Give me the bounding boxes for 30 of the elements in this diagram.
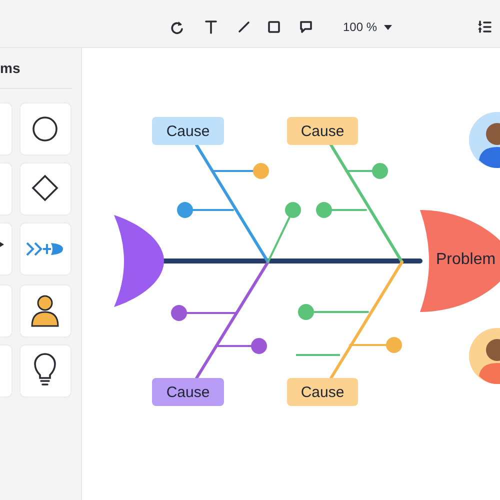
bullet-dot xyxy=(298,304,314,320)
bullet-dot xyxy=(251,338,267,354)
bone-line xyxy=(267,216,291,263)
cause-tag: Cause xyxy=(287,378,358,406)
bone-line xyxy=(330,144,404,264)
bone-line xyxy=(330,260,404,380)
bullet-dot xyxy=(316,202,332,218)
bullet-dot xyxy=(372,163,388,179)
cause-tag: Cause xyxy=(152,117,224,145)
bullet-dot xyxy=(285,202,301,218)
bone-line xyxy=(186,312,236,314)
bone-line xyxy=(331,209,367,211)
bullet-dot xyxy=(253,163,269,179)
zoom-level-text: 100 % xyxy=(343,20,378,34)
bone-line xyxy=(217,345,252,347)
problem-label: Problem xyxy=(436,251,496,269)
bone-line xyxy=(349,344,387,346)
cause-tag: Cause xyxy=(152,378,224,406)
bullet-dot xyxy=(386,337,402,353)
bullet-dot xyxy=(171,305,187,321)
bone-line xyxy=(212,170,254,172)
bullet-dot xyxy=(177,202,193,218)
panel-heading: ms xyxy=(0,60,20,76)
bone-line xyxy=(313,311,369,313)
bone-line xyxy=(192,209,234,211)
bone-line xyxy=(195,260,270,380)
cause-tag: Cause xyxy=(287,117,358,145)
bone-line xyxy=(195,144,270,264)
bone-line xyxy=(345,170,373,172)
spine-line xyxy=(162,258,422,264)
